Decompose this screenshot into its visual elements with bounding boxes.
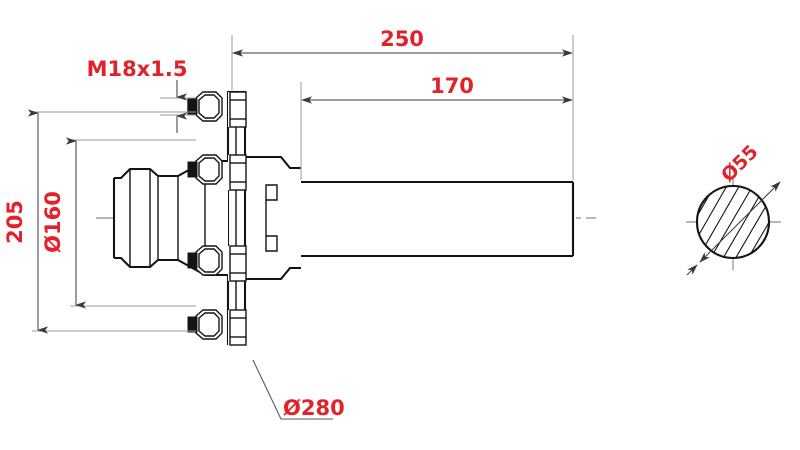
dimension-flange-diameter: Ø280 <box>252 359 345 420</box>
dimension-label-d280: Ø280 <box>283 396 345 420</box>
dimension-shaft-length: 170 <box>300 74 573 180</box>
dimension-label-d55: Ø55 <box>717 141 763 187</box>
dimension-thread-spec: M18x1.5 <box>87 57 196 133</box>
stud-bolt-bottom-inner <box>187 245 247 282</box>
hub-body <box>245 155 301 281</box>
hub-nose-taper <box>112 159 228 277</box>
dimension-bolt-circle: Ø160 <box>41 137 196 309</box>
stud-bolt-bottom-outer <box>187 309 247 346</box>
dimension-label-m18: M18x1.5 <box>87 57 188 81</box>
stud-bolt-top-inner <box>187 154 247 191</box>
dimension-overall-length: 250 <box>231 27 574 180</box>
dimension-overall-height: 205 <box>3 109 196 334</box>
stud-bolt-top-outer <box>187 91 247 128</box>
dimension-label-d160: Ø160 <box>41 191 65 253</box>
detail-dimension-line <box>699 181 781 263</box>
flange-plate <box>226 90 247 346</box>
shaft-section-detail: Ø55 <box>686 141 781 276</box>
dimension-label-250: 250 <box>380 27 424 51</box>
main-section-view <box>96 90 596 346</box>
dimension-label-205: 205 <box>3 200 27 244</box>
dimension-label-170: 170 <box>430 74 474 98</box>
shaft-body <box>301 180 575 258</box>
